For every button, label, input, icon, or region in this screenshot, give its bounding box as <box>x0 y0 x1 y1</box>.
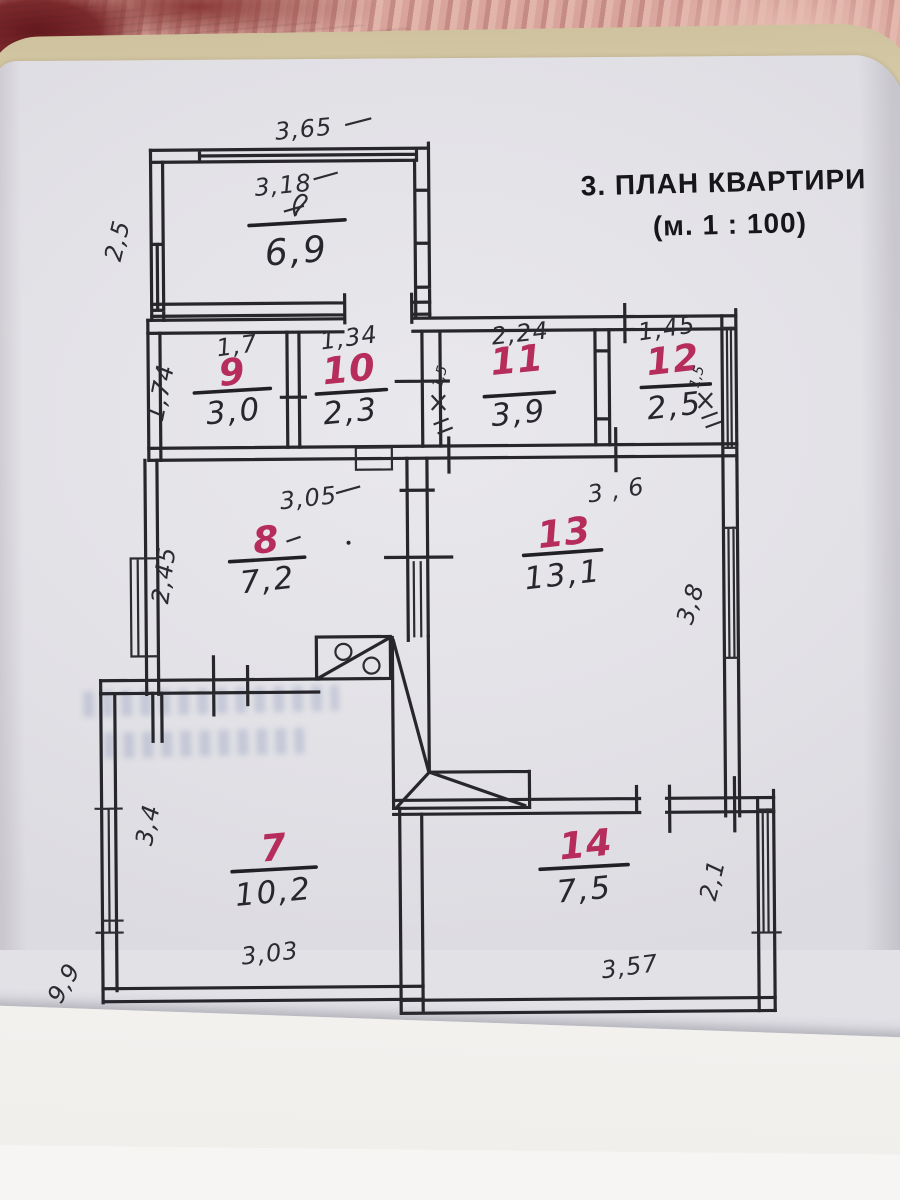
dim-9-9: 9,9 <box>42 958 87 1008</box>
dim-2-24: 2,24 <box>490 316 550 350</box>
room-7-number: 7 <box>258 825 289 870</box>
dim-3-18: 3,18 <box>253 169 313 202</box>
room-10-number: 10 <box>320 345 377 393</box>
room-9-number: 9 <box>217 350 248 395</box>
room-12-area: 2,5 <box>645 385 704 427</box>
room-8-area: 7,2 <box>238 559 297 601</box>
crossed-out-number-scribble <box>292 193 308 217</box>
room-vestibule-area: 6,9 <box>263 229 329 275</box>
plan-title: 3. ПЛАН КВАРТИРИ <box>580 163 866 201</box>
dim-3-8: 3,8 <box>671 580 710 628</box>
dim-2-1: 2,1 <box>694 857 731 904</box>
room-8-number: 8 <box>251 517 282 562</box>
overlapping-blank-sheet-lower <box>0 1144 900 1200</box>
room-labels: 6,9 9 3,0 10 2,3 11 3,9 12 2,5 8 7,2 13 … <box>192 218 713 914</box>
ditto-mark <box>697 392 723 429</box>
room-9-area: 3,0 <box>204 391 262 432</box>
dim-1-5-b: 1,5 <box>687 364 708 390</box>
dim-1-5-a: 1,5 <box>430 364 451 390</box>
dim-3-03: 3,03 <box>240 936 300 970</box>
dim-3-4: 3,4 <box>130 802 166 848</box>
room-12-number: 12 <box>644 335 702 384</box>
ditto-mark <box>430 394 454 435</box>
upper-row-walls <box>146 303 739 474</box>
room-10-area: 2,3 <box>321 391 379 432</box>
dim-3-65: 3,65 <box>274 113 334 146</box>
lower-block-walls <box>94 679 782 1016</box>
pen-marks <box>283 117 723 545</box>
room-14-number: 14 <box>557 821 614 869</box>
duct-chimney-detail <box>314 634 532 811</box>
dim-1-7: 1,7 <box>215 329 259 362</box>
room-11-number: 11 <box>488 336 545 384</box>
room-13-area: 13,1 <box>522 553 603 597</box>
room-13-number: 13 <box>535 508 593 557</box>
plan-scale: (м. 1 : 100) <box>652 207 807 242</box>
dim-2-45: 2,45 <box>146 545 181 606</box>
room-7-area: 10,2 <box>233 871 313 914</box>
vestibule-walls <box>148 141 432 325</box>
dim-3-05: 3,05 <box>278 481 338 515</box>
room-11-area: 3,9 <box>489 393 547 434</box>
dim-2-5: 2,5 <box>99 217 136 264</box>
dim-3-57: 3,57 <box>600 949 661 984</box>
middle-block-walls <box>99 454 742 818</box>
room-14-area: 7,5 <box>555 869 613 910</box>
dim-3-6: 3,6 <box>586 471 655 508</box>
